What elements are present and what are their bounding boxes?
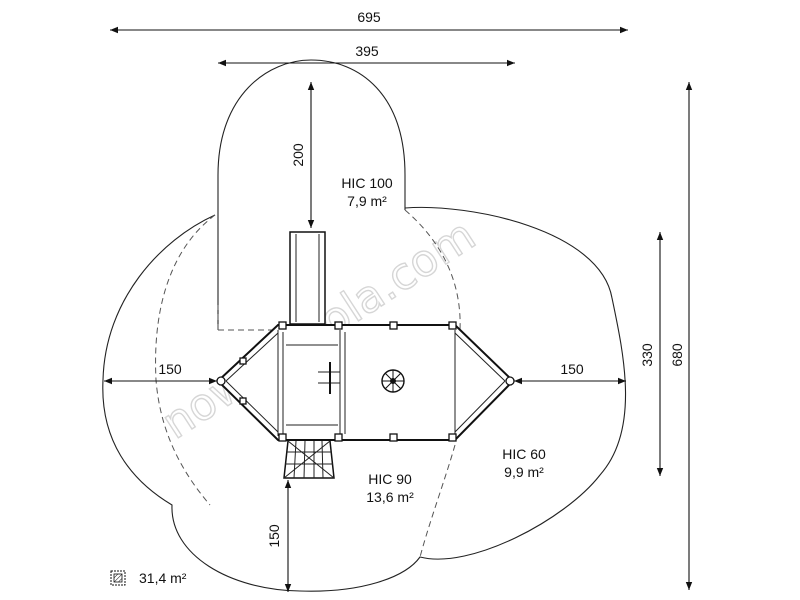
dim-top-zone-width: 395 <box>355 43 379 59</box>
dim-overall-width: 695 <box>357 9 381 25</box>
zone-hic90-area: 13,6 m² <box>366 489 414 505</box>
dim-left-clearance: 150 <box>158 361 182 377</box>
dim-right-zone-height: 330 <box>639 343 655 367</box>
steering-wheel-icon <box>381 369 405 393</box>
play-tower <box>216 324 515 441</box>
zone-hic60-area: 9,9 m² <box>504 464 544 480</box>
dim-overall-height: 680 <box>669 343 685 367</box>
zone-outer-outline <box>102 206 627 592</box>
dim-bottom-clearance: 150 <box>266 524 282 548</box>
hatched-area-icon <box>110 570 126 586</box>
dimension-lines <box>104 26 693 592</box>
zone-hic60-dashed-outline <box>404 209 461 558</box>
slide <box>289 231 326 325</box>
climbing-net <box>283 440 335 479</box>
zone-hic60-label: HIC 60 <box>502 446 546 462</box>
dim-right-clearance: 150 <box>560 361 584 377</box>
zone-hic90-label: HIC 90 <box>368 471 412 487</box>
zone-hic100-label: HIC 100 <box>341 175 393 191</box>
platform-posts <box>216 321 515 442</box>
dim-top-zone-depth: 200 <box>290 143 306 167</box>
zone-hic100-area: 7,9 m² <box>347 193 387 209</box>
legend-total-area: 31,4 m² <box>139 570 187 586</box>
